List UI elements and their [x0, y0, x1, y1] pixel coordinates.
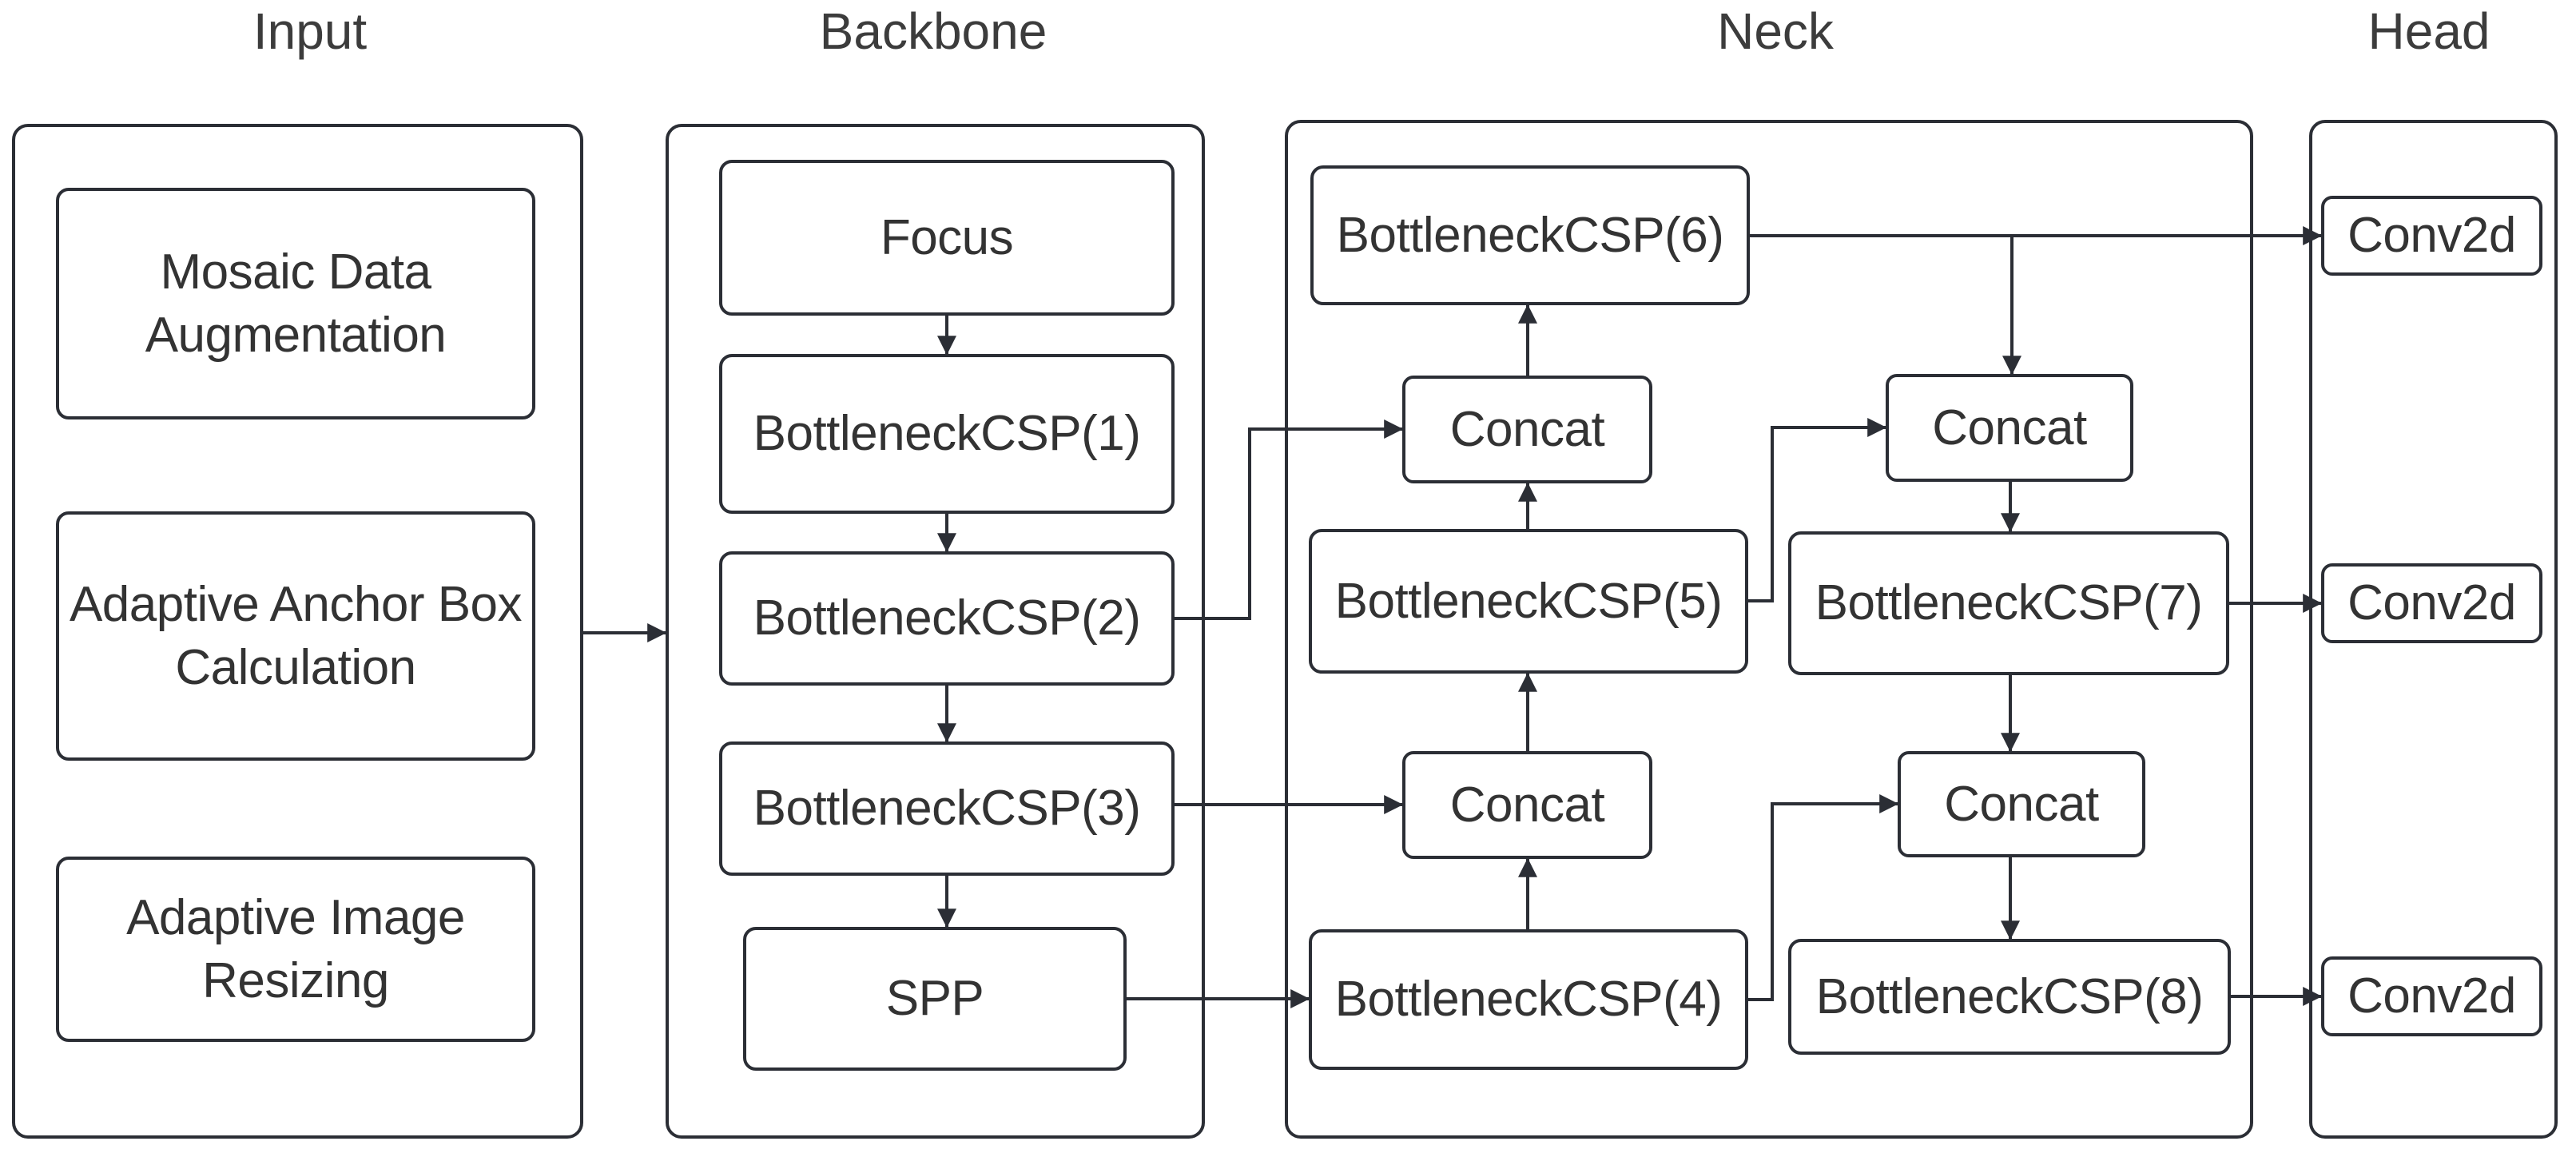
node-adaptive-anchor-box-calculation: Adaptive Anchor Box Calculation — [56, 511, 535, 761]
node-bottleneckcsp-5: BottleneckCSP(5) — [1309, 529, 1748, 674]
node-bottleneckcsp-3: BottleneckCSP(3) — [719, 741, 1175, 876]
node-spp: SPP — [743, 927, 1127, 1071]
node-focus: Focus — [719, 160, 1175, 316]
edge-bcsp4-concat4-arrow — [1748, 794, 1899, 1001]
node-bottleneckcsp-6: BottleneckCSP(6) — [1310, 165, 1750, 305]
edge-bcsp2-concat1-arrow — [1175, 419, 1404, 620]
backbone-container — [666, 124, 1205, 1139]
backbone-column-header: Backbone — [819, 2, 1047, 60]
node-bottleneckcsp-2: BottleneckCSP(2) — [719, 551, 1175, 686]
node-mosaic-data-augmentation: Mosaic Data Augmentation — [56, 188, 535, 419]
neck-container — [1285, 120, 2253, 1139]
neck-column-header: Neck — [1717, 2, 1834, 60]
node-concat-4: Concat — [1898, 751, 2145, 857]
node-conv2d-2: Conv2d — [2321, 563, 2542, 643]
node-concat-1: Concat — [1402, 376, 1652, 483]
node-concat-3: Concat — [1886, 374, 2133, 482]
head-column-header: Head — [2367, 2, 2491, 60]
node-adaptive-image-resizing: Adaptive Image Resizing — [56, 857, 535, 1042]
node-bottleneckcsp-4: BottleneckCSP(4) — [1309, 929, 1748, 1070]
node-bottleneckcsp-7: BottleneckCSP(7) — [1788, 531, 2229, 675]
node-conv2d-1: Conv2d — [2321, 196, 2542, 276]
input-column-header: Input — [252, 2, 368, 60]
edge-bcsp5-concat3-arrow — [1748, 418, 1887, 602]
head-container — [2309, 120, 2558, 1139]
node-concat-2: Concat — [1402, 751, 1652, 859]
node-bottleneckcsp-1: BottleneckCSP(1) — [719, 354, 1175, 514]
node-conv2d-3: Conv2d — [2321, 956, 2542, 1036]
node-bottleneckcsp-8: BottleneckCSP(8) — [1788, 939, 2231, 1055]
